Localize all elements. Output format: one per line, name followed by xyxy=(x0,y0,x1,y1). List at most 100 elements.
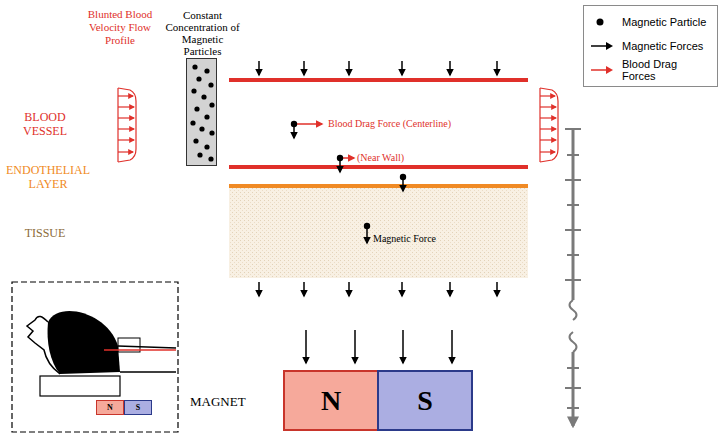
legend-swatch xyxy=(590,15,614,29)
legend: Magnetic ParticleMagnetic ForcesBlood Dr… xyxy=(583,5,718,87)
legend-entry: Blood Drag Forces xyxy=(590,58,711,82)
velocity-profile-right xyxy=(540,88,558,162)
vessel-walls xyxy=(229,80,528,186)
region-label: ENDOTHELIAL LAYER xyxy=(0,163,96,191)
field-arrow xyxy=(449,61,451,75)
magnetic-particle xyxy=(194,106,199,111)
profile-arrow xyxy=(540,117,556,118)
inset-magnet-south: S xyxy=(124,400,152,415)
profile-arrows xyxy=(540,96,556,152)
scale-axis xyxy=(572,128,575,300)
vessel-wall-bottom xyxy=(229,165,528,169)
field-arrow xyxy=(449,282,451,296)
field-arrow xyxy=(401,282,403,296)
field-arrow xyxy=(354,330,356,363)
scale-ticks xyxy=(565,129,581,280)
magnet-north-pole: N xyxy=(283,370,379,431)
drag-arrow xyxy=(294,123,322,125)
pole-letter: S xyxy=(136,403,140,412)
particles-with-forces xyxy=(291,121,406,243)
field-arrows-top xyxy=(259,61,497,75)
swatch-line xyxy=(591,45,607,47)
magnetic-particle xyxy=(209,102,214,107)
magnetic-particle xyxy=(196,76,201,81)
magnet-south-pole: S xyxy=(377,370,473,431)
magnetic-particle xyxy=(209,130,214,135)
field-arrow xyxy=(401,61,403,75)
magnetic-particle xyxy=(291,121,297,127)
particle-reservoir: Constant Concentration of Magnetic Parti… xyxy=(186,58,217,166)
magnetic-particle xyxy=(204,144,209,149)
force-label: Blood Drag Force (Centerline) xyxy=(328,118,451,130)
inset-magnet-north: N xyxy=(96,400,124,415)
scale-bar xyxy=(565,128,581,426)
particle-cluster xyxy=(187,59,216,165)
force-label: Magnetic Force xyxy=(373,233,436,245)
field-arrow xyxy=(496,61,498,75)
profile-arrow xyxy=(540,95,555,96)
legend-swatch xyxy=(590,39,614,53)
profile-curve xyxy=(540,88,558,162)
legend-swatch xyxy=(590,63,614,77)
field-arrow xyxy=(258,61,260,75)
inset-frame xyxy=(12,282,178,432)
profile-arrow xyxy=(118,139,134,140)
reservoir-caption: Constant Concentration of Magnetic Parti… xyxy=(165,9,240,57)
field-arrow xyxy=(303,282,305,296)
magnetic-particle xyxy=(400,174,406,180)
field-arrow xyxy=(348,61,350,75)
tissue-fill xyxy=(229,188,528,278)
region-label: BLOOD VESSEL xyxy=(8,110,82,138)
legend-text: Magnetic Particle xyxy=(622,16,706,28)
magnetic-particle xyxy=(364,223,370,229)
part-label: MAGNET xyxy=(190,394,246,409)
velocity-profile-left xyxy=(118,88,136,162)
magnetic-particle xyxy=(197,152,202,157)
swatch-head xyxy=(606,42,613,50)
pole-letter: N xyxy=(321,385,341,416)
swatch-dot xyxy=(597,19,604,26)
magnetic-particle xyxy=(337,155,343,161)
profile-arrow xyxy=(118,128,134,129)
scale-break xyxy=(570,332,577,352)
patient-inset xyxy=(12,282,178,432)
field-arrow xyxy=(303,61,305,75)
field-arrow xyxy=(451,330,453,363)
magnetic-particle xyxy=(190,120,195,125)
swatch-line xyxy=(591,69,607,71)
swatch-head xyxy=(606,66,613,74)
vessel-marker xyxy=(104,349,176,351)
magnetic-particle xyxy=(192,64,197,69)
scale-break xyxy=(570,300,577,320)
force-label: (Near Wall) xyxy=(357,152,404,164)
profile-arrows xyxy=(118,96,134,152)
magnetic-particle xyxy=(204,114,209,119)
profile-arrow xyxy=(118,95,133,96)
magnetic-particle xyxy=(193,138,198,143)
profile-arrow xyxy=(118,151,133,152)
field-arrow xyxy=(258,282,260,296)
legend-entry: Magnetic Particle xyxy=(590,10,711,34)
legend-text: Blood Drag Forces xyxy=(622,58,711,82)
pillow xyxy=(40,376,120,396)
field-arrow xyxy=(305,330,307,363)
profile-base xyxy=(539,88,540,162)
magnetic-particle xyxy=(208,156,213,161)
magnetic-particle xyxy=(208,82,213,87)
field-arrows-bottom xyxy=(259,282,497,296)
field-arrow xyxy=(496,282,498,296)
profile-arrow xyxy=(540,151,555,152)
legend-text: Magnetic Forces xyxy=(622,40,703,52)
tissue-region xyxy=(229,188,528,278)
magnetic-particle xyxy=(199,126,204,131)
region-label: TISSUE xyxy=(8,226,82,240)
scale-ticks xyxy=(565,368,581,408)
magnetic-particle xyxy=(201,94,206,99)
field-arrow xyxy=(348,282,350,296)
pole-letter: S xyxy=(417,385,433,416)
endothelial-line xyxy=(229,184,528,188)
profile-arrow xyxy=(118,117,134,118)
patient-hair xyxy=(48,311,121,374)
profile-arrow xyxy=(540,139,556,140)
